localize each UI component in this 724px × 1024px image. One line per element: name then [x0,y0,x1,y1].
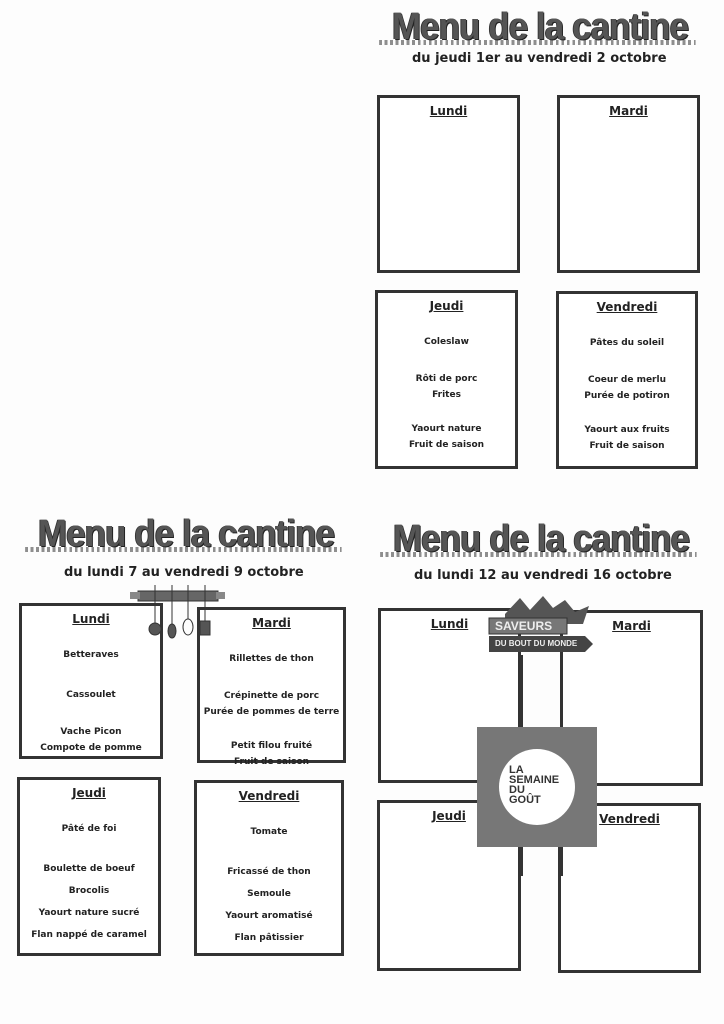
menu-course-group: Cassoulet [22,684,160,706]
menu-item: Purée de potiron [584,391,670,401]
menu-item: Pâtes du soleil [589,338,665,348]
menu-item: Betteraves [63,650,119,660]
menu-item: Compote de pomme [40,743,142,753]
day-name: Mardi [612,619,651,633]
day-name: Lundi [429,104,468,118]
menu-item: Rôti de porc [415,374,478,384]
menu-item: Fricassé de thon [227,867,311,877]
menu-course-group: Pâtes du soleil [559,332,695,354]
day-name: Mardi [252,616,291,630]
menu-course-group: Rillettes de thon [200,648,343,670]
menu-item: Fruit de saison [589,441,665,451]
day-name: Vendredi [596,300,658,314]
menu-item: Semoule [247,889,291,899]
day-name: Mardi [609,104,648,118]
day-name: Jeudi [429,299,464,313]
menu-item: Tomate [250,827,288,837]
menu-item: Flan pâtissier [234,933,304,943]
menu-title: Menu de la cantine [25,513,342,555]
menu-item: Vache Picon [60,727,122,737]
day-name: Vendredi [599,812,660,826]
menu-item: Purée de pommes de terre [203,707,340,717]
menu-item: Cassoulet [66,690,116,700]
menu-title: Menu de la cantine [379,6,696,48]
menu-course-group: Betteraves [22,644,160,666]
day-box-lundi: Lundi [377,95,520,273]
menu-item: Frites [432,390,461,400]
menu-course-group: Coleslaw [378,331,515,353]
menu-item: Crépinette de porc [223,691,320,701]
menu-item: Yaourt aromatisé [225,911,313,921]
menu-subtitle: du lundi 12 au vendredi 16 octobre [414,568,672,583]
saveurs-du-bout-du-monde-logo: SAVEURS DU BOUT DU MONDE [485,596,595,656]
menu-item: Yaourt nature [411,424,482,434]
menu-item: Flan nappé de caramel [31,930,147,940]
menu-item: Fruit de saison [408,440,485,450]
menu-course-group: Tomate [197,821,341,843]
day-box-mardi: Mardi [557,95,700,273]
day-name: Jeudi [72,786,106,800]
menu-item: Rillettes de thon [229,654,314,664]
day-name: Lundi [72,612,110,626]
menu-item: Fruit de saison [233,757,310,767]
menu-item: Coeur de merlu [588,375,666,385]
menu-course-group: Pâté de foi [20,818,158,840]
menu-item: Boulette de boeuf [43,864,135,874]
menu-subtitle: du lundi 7 au vendredi 9 octobre [64,565,304,580]
menu-item: Brocolis [68,886,110,896]
menu-item: Yaourt aux fruits [584,425,670,435]
menu-item: Yaourt nature sucré [38,908,140,918]
day-name: Lundi [430,617,469,631]
semaine-du-gout-logo: LA SEMAINE DU GOÛT [477,727,597,847]
menu-title: Menu de la cantine [380,518,697,560]
day-name: Vendredi [238,789,300,803]
menu-item: Petit filou fruité [230,741,313,751]
day-name: Jeudi [432,809,466,823]
menu-item: Pâté de foi [61,824,117,834]
menu-subtitle: du jeudi 1er au vendredi 2 octobre [412,51,667,66]
menu-item: Coleslaw [424,337,469,347]
kitchen-utensils-icon [130,585,225,639]
